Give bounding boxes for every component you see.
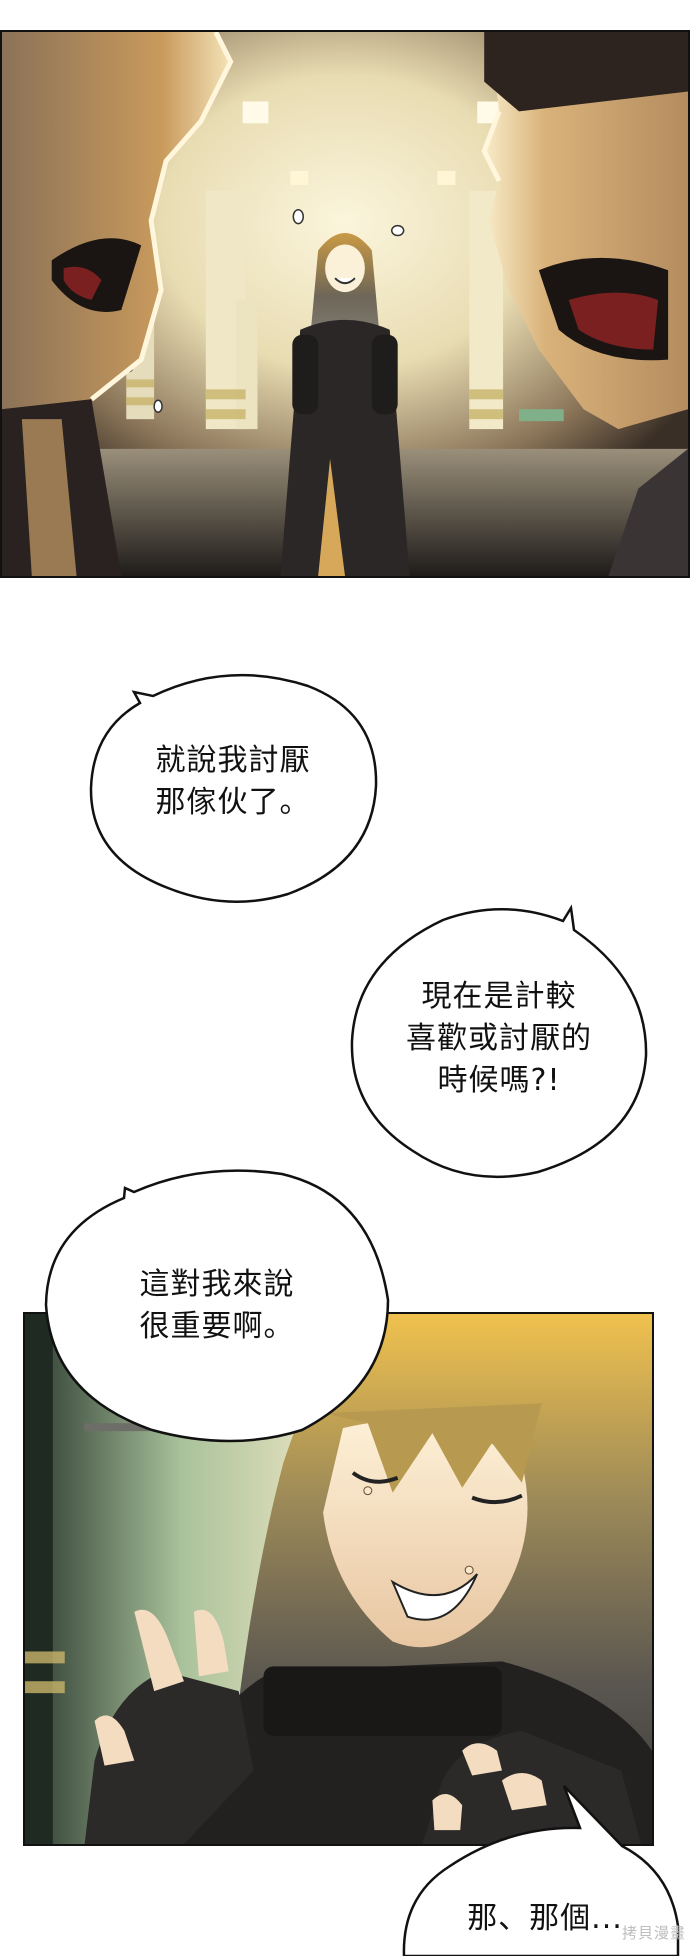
comic-panel-garage — [0, 30, 690, 578]
speech-line: 時候嗎?! — [437, 1063, 561, 1098]
speech-line: 這對我來說 — [139, 1267, 295, 1302]
speech-line: 那傢伙了。 — [155, 785, 311, 820]
speech-bubble-2: 現在是計較 喜歡或討厭的 時候嗎?! — [348, 904, 650, 1179]
speech-bubble-outline — [44, 1169, 390, 1443]
speech-bubble-outline — [402, 1785, 680, 1956]
watermark: 拷貝漫畫 — [622, 1924, 687, 1942]
speech-text: 那、那個... — [400, 1898, 690, 1940]
speech-text: 就說我討厭 那傢伙了。 — [88, 740, 378, 824]
speech-bubble-outline — [89, 673, 378, 903]
speech-line: 喜歡或討厭的 — [406, 1021, 592, 1056]
speech-text: 現在是計較 喜歡或討厭的 時候嗎?! — [348, 976, 650, 1102]
panel-1-art — [2, 32, 688, 576]
speech-line: 就說我討厭 — [155, 743, 311, 778]
speech-line: 現在是計較 — [421, 979, 577, 1014]
speech-bubble-3: 這對我來說 很重要啊。 — [42, 1160, 392, 1446]
speech-bubble-4: 那、那個... — [400, 1785, 690, 1956]
speech-bubble-1: 就說我討厭 那傢伙了。 — [88, 668, 378, 904]
speech-line: 很重要啊。 — [139, 1309, 295, 1344]
speech-text: 這對我來說 很重要啊。 — [42, 1264, 392, 1348]
speech-bubble-outline — [350, 904, 648, 1179]
speech-line: 那、那個... — [467, 1901, 623, 1936]
